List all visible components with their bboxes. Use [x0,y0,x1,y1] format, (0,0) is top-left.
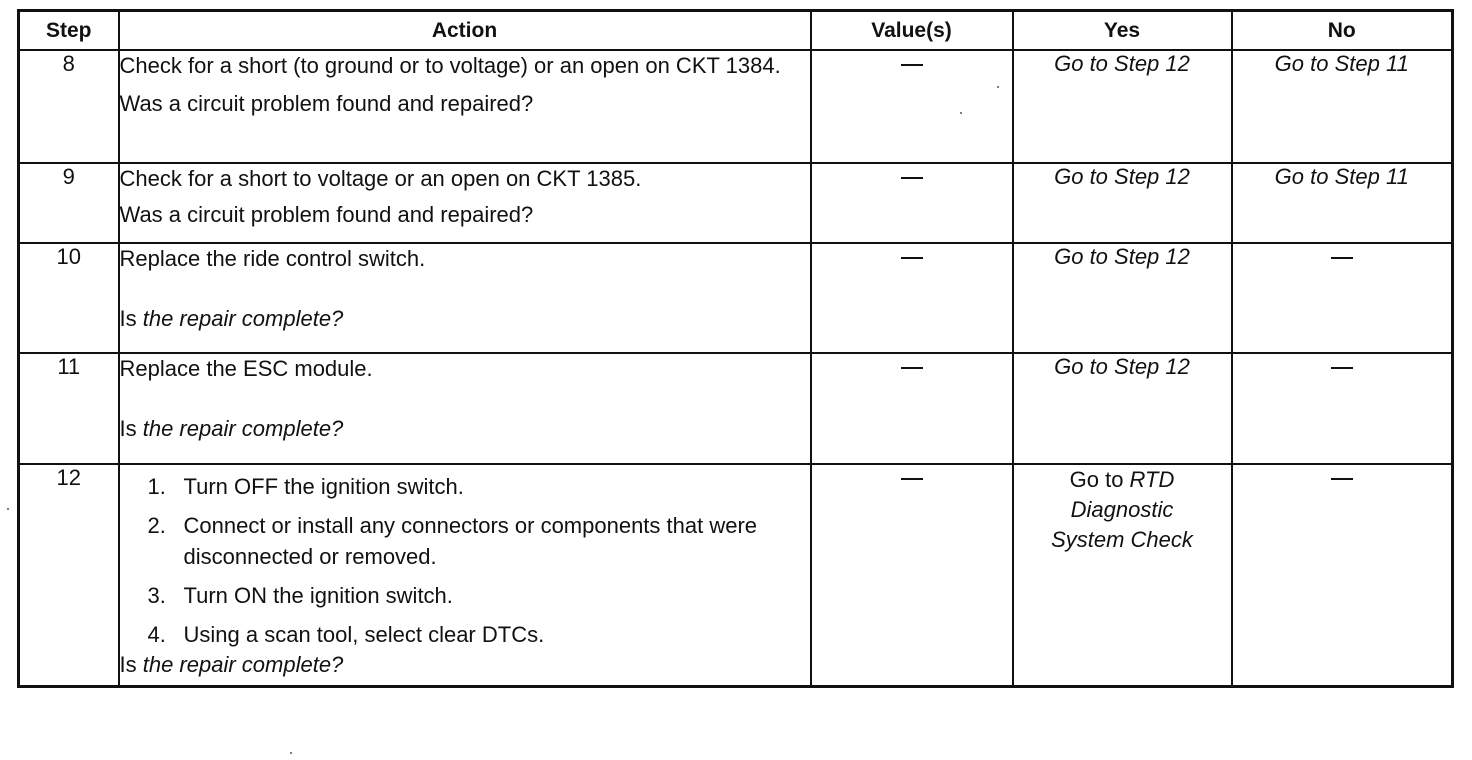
step-number: 11 [17,352,120,465]
table-row: 10 Replace the ride control switch. Is t… [17,242,1454,354]
dash-value [900,367,923,370]
list-item: 3.Turn ON the ignition switch. [147,583,453,608]
diagnostic-table: Step Action Value(s) Yes No 8 Check for … [17,9,1454,688]
action-text: Check for a short to voltage or an open … [119,166,642,191]
header-yes: Yes [1011,9,1233,51]
question-prefix: Is [119,416,143,441]
yes-line-1: Go to RTD [1069,467,1175,492]
question-text: Was a circuit problem found and repaired… [119,202,534,227]
question-prefix: Is [119,306,143,331]
no-cell: Go to Step 11 [1230,162,1454,244]
no-cell [1230,463,1454,687]
list-item: 4.Using a scan tool, select clear DTCs. [147,622,545,647]
step-number: 9 [17,162,120,244]
question-line: Is the repair complete? [120,414,810,444]
question-text: the repair complete? [142,416,344,441]
question-line: Is the repair complete? [120,650,810,680]
action-text: Check for a short (to ground or to volta… [119,53,781,78]
value-cell [809,242,1014,354]
value-cell [809,162,1014,244]
table-row: 11 Replace the ESC module. Is the repair… [17,352,1454,465]
dash-value [1330,367,1353,370]
action-text: Replace the ESC module. [119,356,373,381]
yes-cell: Go to RTD Diagnostic System Check [1011,463,1233,687]
header-step: Step [17,9,120,51]
table-row: 12 1.Turn OFF the ignition switch. 2.Con… [17,463,1454,687]
no-cell: Go to Step 11 [1230,49,1454,164]
question-text: Was a circuit problem found and repaired… [119,91,534,116]
question-line: Is the repair complete? [120,304,810,334]
question-text: the repair complete? [142,652,344,677]
dash-value [900,478,923,481]
header-no: No [1230,9,1454,51]
no-cell [1230,242,1454,354]
yes-cell: Go to Step 12 [1011,49,1233,164]
scan-speck [960,112,962,114]
no-cell [1230,352,1454,465]
question-prefix: Is [119,652,143,677]
value-cell [809,49,1014,164]
yes-cell: Go to Step 12 [1011,162,1233,244]
action-text: Replace the ride control switch. [119,246,426,271]
yes-cell: Go to Step 12 [1011,242,1233,354]
step-number: 8 [17,49,120,164]
step-number: 12 [17,463,120,687]
value-cell [809,352,1014,465]
table-row: 9 Check for a short to voltage or an ope… [17,162,1454,244]
yes-line-3: System Check [1051,527,1193,552]
question-text: the repair complete? [142,306,344,331]
header-action: Action [117,9,812,51]
list-item: 2.Connect or install any connectors or c… [147,513,758,569]
header-values: Value(s) [809,9,1014,51]
table-row: 8 Check for a short (to ground or to vol… [17,49,1454,164]
dash-value [900,257,923,260]
action-cell: Replace the ride control switch. Is the … [117,242,812,354]
action-cell: 1.Turn OFF the ignition switch. 2.Connec… [117,463,812,687]
scan-speck [7,508,9,510]
dash-value [900,177,923,180]
header-row: Step Action Value(s) Yes No [17,9,1454,51]
scan-speck [290,752,292,754]
scan-speck [997,86,999,88]
list-item: 1.Turn OFF the ignition switch. [147,474,464,499]
action-cell: Replace the ESC module. Is the repair co… [117,352,812,465]
action-cell: Check for a short (to ground or to volta… [117,49,812,164]
value-cell [809,463,1014,687]
dash-value [1330,257,1353,260]
dash-value [1330,478,1353,481]
yes-line-2: Diagnostic [1070,497,1174,522]
action-cell: Check for a short to voltage or an open … [117,162,812,244]
procedure-list: 1.Turn OFF the ignition switch. 2.Connec… [120,471,810,650]
step-number: 10 [17,242,120,354]
yes-cell: Go to Step 12 [1011,352,1233,465]
dash-value [900,64,923,67]
